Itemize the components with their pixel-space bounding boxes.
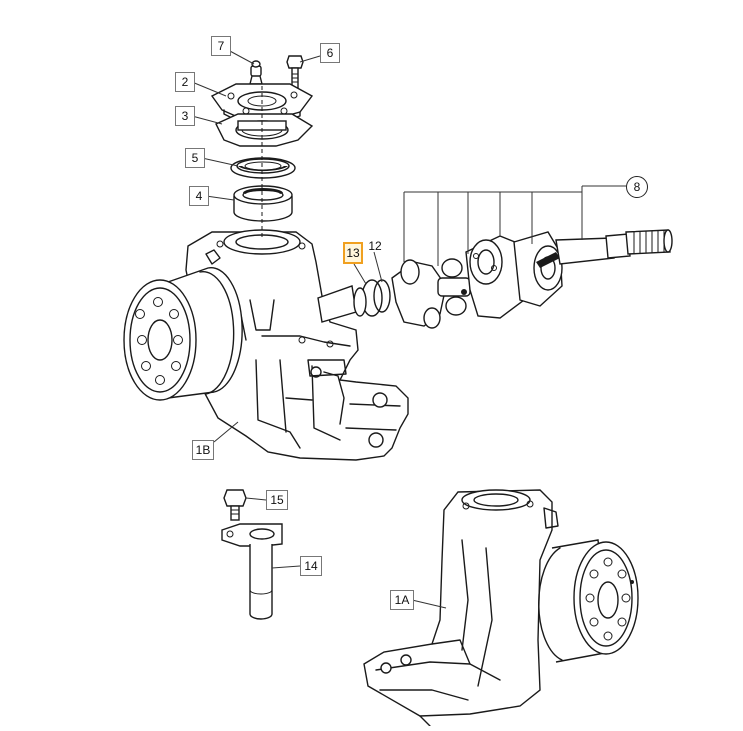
callout-15: 15: [266, 490, 288, 510]
leader-lines: [191, 49, 626, 609]
callout-8: 8: [626, 176, 648, 198]
part-shim: [215, 113, 314, 147]
part-seal: [230, 157, 296, 179]
callout-1a: 1A: [390, 590, 414, 610]
part-grease-nipple: [249, 60, 263, 85]
part-drive-shaft: [317, 229, 673, 329]
callout-6: 6: [320, 43, 340, 63]
callout-2: 2: [175, 72, 195, 92]
part-bolt-top: [286, 55, 304, 89]
part-bearing: [233, 185, 293, 222]
callout-4: 4: [189, 186, 209, 206]
callout-13: 13: [343, 242, 363, 264]
part-hub-1b: [123, 267, 243, 401]
part-pin: [221, 523, 283, 620]
callout-7: 7: [211, 36, 231, 56]
callout-12: 12: [368, 239, 382, 253]
part-bolt-lower: [223, 489, 247, 521]
callout-1b: 1B: [192, 440, 214, 460]
callout-3: 3: [175, 106, 195, 126]
callout-14: 14: [300, 556, 322, 576]
callout-5: 5: [185, 148, 205, 168]
part-hub-1a: [538, 539, 639, 663]
part-knuckle-1a: [363, 489, 559, 727]
